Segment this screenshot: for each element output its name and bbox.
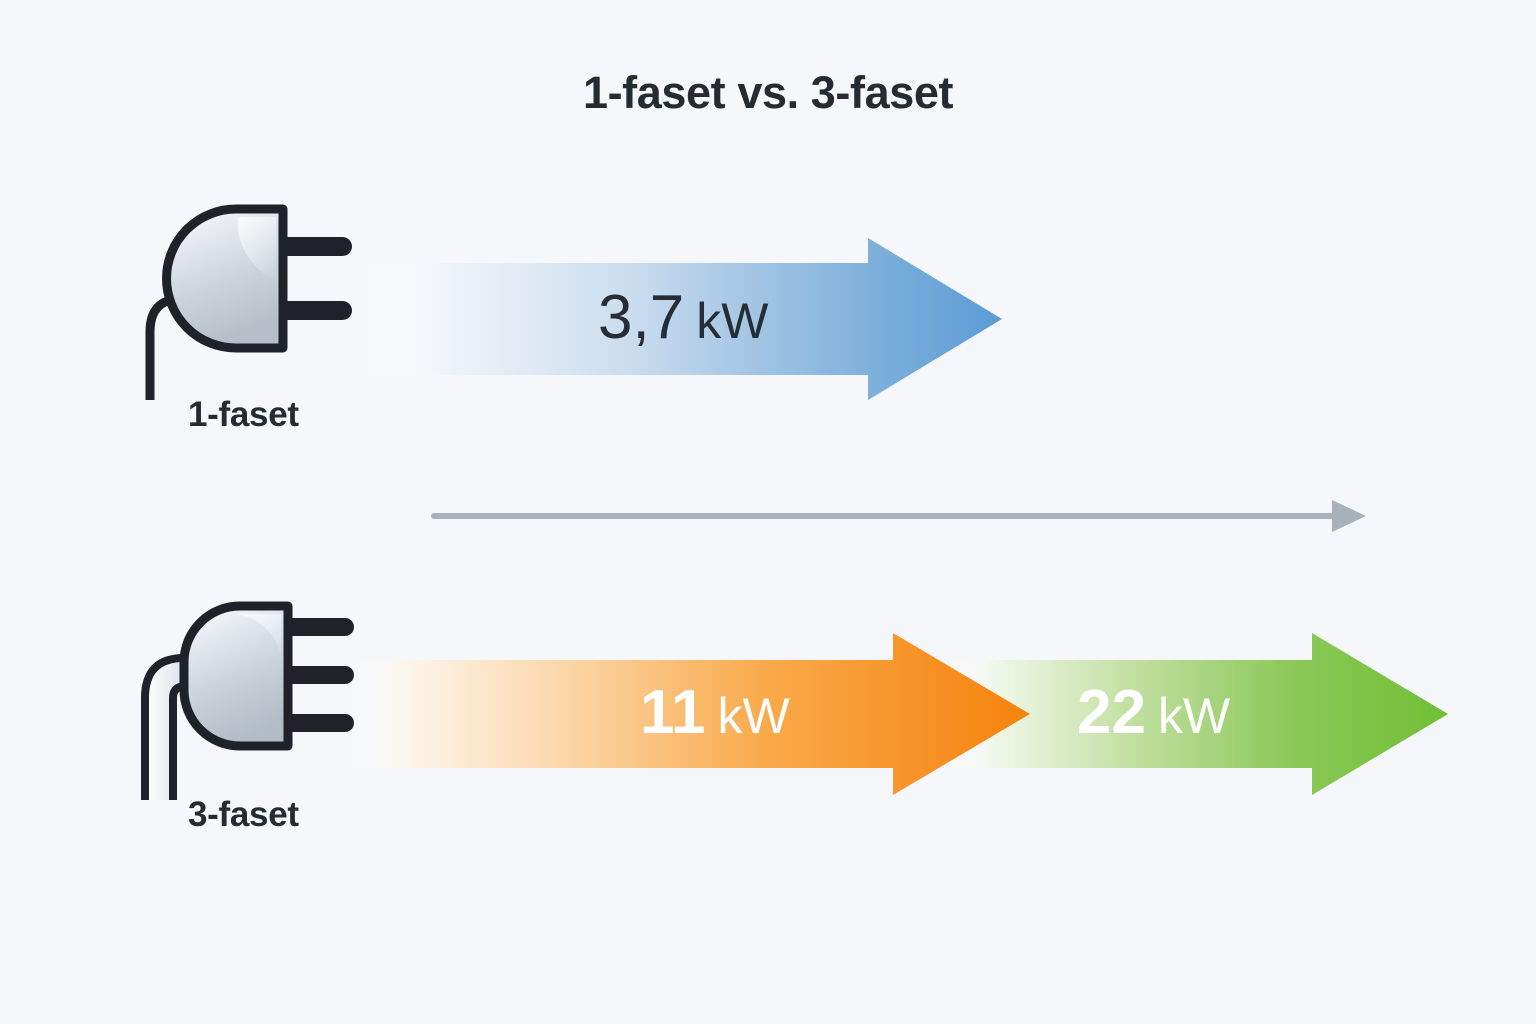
- plug-block-3-phase: 3-faset: [128, 600, 378, 860]
- blue-arrow-shape: [366, 238, 1002, 400]
- arrow-group-3-phase: [0, 600, 1536, 860]
- plug-label-1-phase: 1-faset: [188, 395, 299, 434]
- divider-arrow-icon: [431, 500, 1366, 532]
- row-three-phase: 3-faset: [0, 600, 1536, 860]
- progress-arrow-divider: [0, 488, 1536, 544]
- plug-block-1-phase: 1-faset: [128, 200, 378, 460]
- page-title: 1-faset vs. 3-faset: [582, 67, 954, 118]
- plug-3-phase-icon: [141, 601, 354, 800]
- three-phase-arrows-shape: [352, 633, 1448, 795]
- row-single-phase: 1-faset: [0, 200, 1536, 460]
- plug-1-phase-icon: [145, 204, 352, 400]
- arrow-group-1-phase: [0, 200, 1536, 460]
- plug-label-3-phase: 3-faset: [188, 795, 299, 834]
